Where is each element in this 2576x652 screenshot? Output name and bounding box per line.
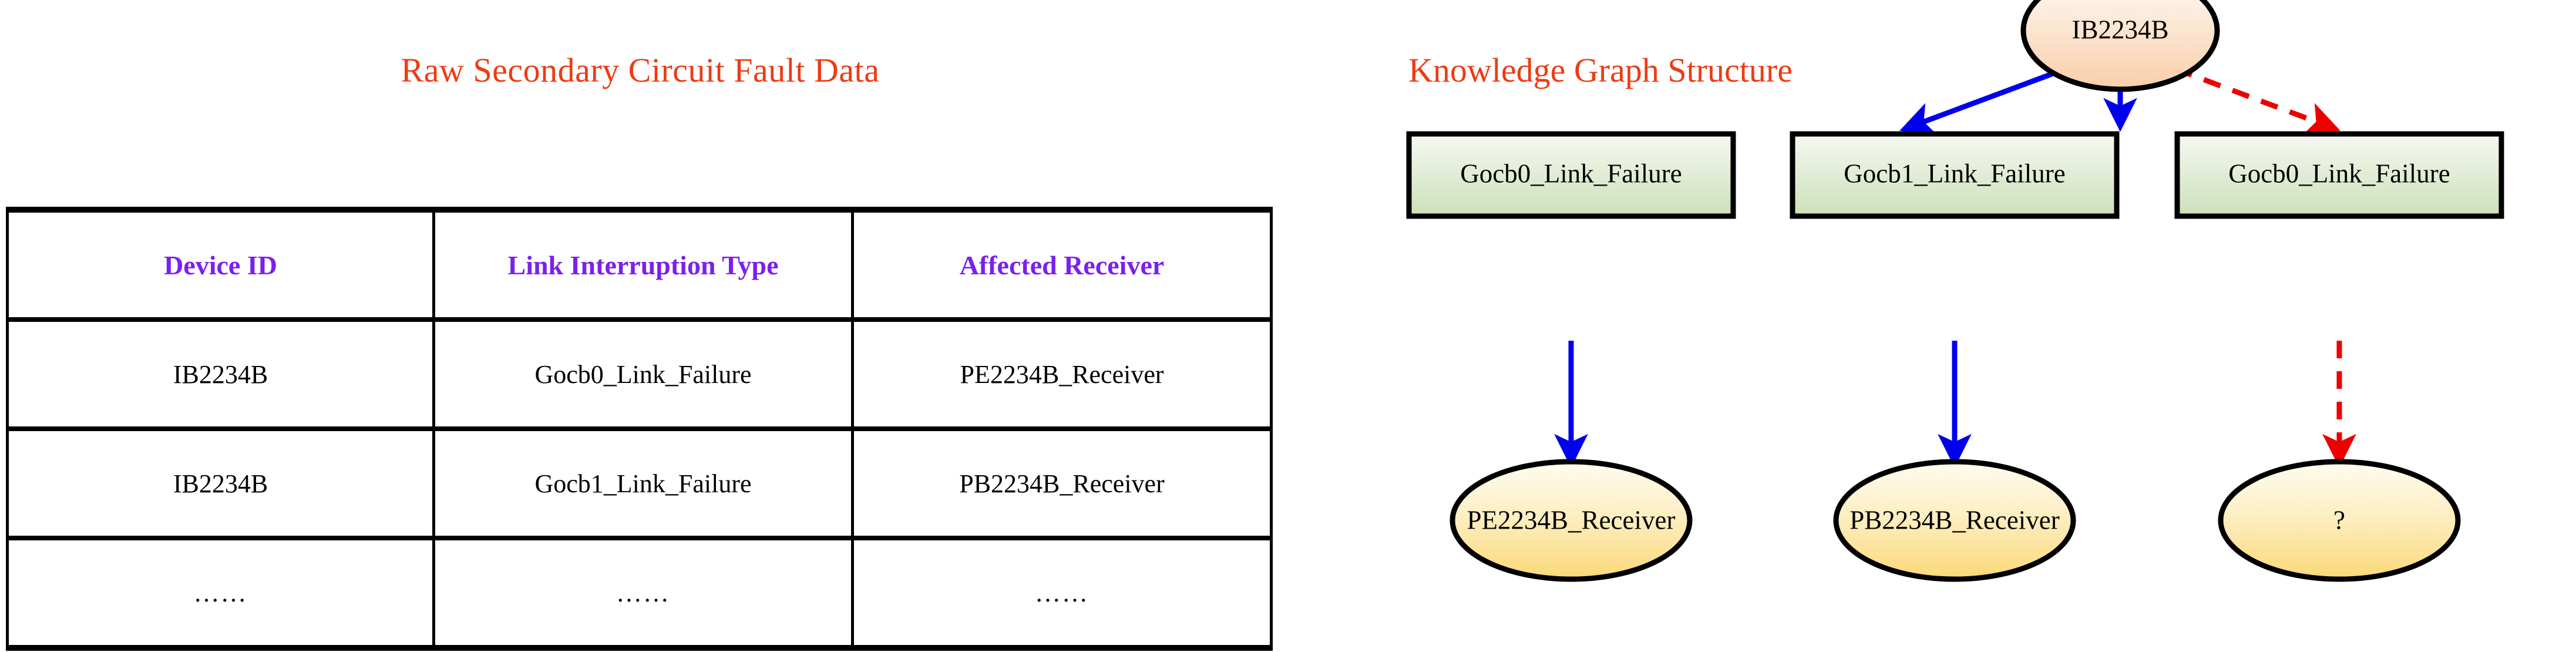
- table-row-ellipsis: …… …… ……: [7, 538, 1272, 648]
- raw-data-panel: Raw Secondary Circuit Fault Data Device …: [0, 0, 1280, 652]
- node-box-gocb0-link-failure-right[interactable]: Gocb0_Link_Failure: [2174, 131, 2504, 219]
- raw-data-title: Raw Secondary Circuit Fault Data: [401, 51, 880, 89]
- cell-link-interruption-type-ellipsis: ……: [432, 538, 854, 648]
- knowledge-graph-title: Knowledge Graph Structure: [1408, 51, 1793, 89]
- node-box-left-shape: [1406, 131, 1736, 219]
- node-leaf-left-label: PE2234B_Receiver: [1467, 505, 1676, 535]
- node-box-right-shape: [2174, 131, 2504, 219]
- cell-link-interruption-type: Gocb0_Link_Failure: [432, 320, 854, 431]
- table-header-row: Device ID Link Interruption Type Affecte…: [7, 210, 1272, 322]
- node-box-gocb0-link-failure-left[interactable]: Gocb0_Link_Failure: [1406, 131, 1736, 219]
- node-leaf-middle-shape: [1833, 459, 2076, 582]
- node-box-left-label: Gocb0_Link_Failure: [1460, 159, 1682, 188]
- column-header-device-id: Device ID: [7, 210, 435, 322]
- cell-device-id: IB2234B: [7, 429, 435, 540]
- table-row: IB2234B Gocb0_Link_Failure PE2234B_Recei…: [7, 320, 1272, 431]
- knowledge-graph-svg: IB2234B Gocb0_Link_Failure Gocb1_Link_Fa…: [1406, 0, 2504, 582]
- table-row: IB2234B Gocb1_Link_Failure PB2234B_Recei…: [7, 429, 1272, 540]
- cell-link-interruption-type: Gocb1_Link_Failure: [432, 429, 854, 540]
- node-box-middle-label: Gocb1_Link_Failure: [1844, 159, 2065, 188]
- node-root-ellipse-shape: [2020, 0, 2220, 92]
- node-leaf-pb2234b-receiver[interactable]: PB2234B_Receiver: [1833, 459, 2076, 582]
- fault-data-table: Device ID Link Interruption Type Affecte…: [6, 207, 1273, 651]
- node-root-label: IB2234B: [2071, 15, 2168, 44]
- node-leaf-right-label: ?: [2333, 505, 2345, 535]
- node-root-ib2234b[interactable]: IB2234B: [2020, 0, 2220, 92]
- node-box-gocb1-link-failure-middle[interactable]: Gocb1_Link_Failure: [1790, 131, 2120, 219]
- node-box-middle-shape: [1790, 131, 2120, 219]
- knowledge-graph-panel: Knowledge Graph Structure: [1280, 0, 2576, 652]
- cell-affected-receiver-ellipsis: ……: [851, 538, 1272, 648]
- cell-device-id: IB2234B: [7, 320, 435, 431]
- node-leaf-unknown[interactable]: ?: [2218, 459, 2461, 582]
- node-leaf-right-shape: [2218, 459, 2461, 582]
- column-header-link-interruption-type: Link Interruption Type: [432, 210, 854, 322]
- column-header-affected-receiver: Affected Receiver: [851, 210, 1272, 322]
- node-leaf-middle-label: PB2234B_Receiver: [1849, 505, 2059, 535]
- node-box-right-label: Gocb0_Link_Failure: [2228, 159, 2450, 188]
- cell-affected-receiver: PE2234B_Receiver: [851, 320, 1272, 431]
- cell-device-id-ellipsis: ……: [7, 538, 435, 648]
- node-leaf-pe2234b-receiver[interactable]: PE2234B_Receiver: [1450, 459, 1693, 582]
- node-leaf-left-shape: [1450, 459, 1693, 582]
- cell-affected-receiver: PB2234B_Receiver: [851, 429, 1272, 540]
